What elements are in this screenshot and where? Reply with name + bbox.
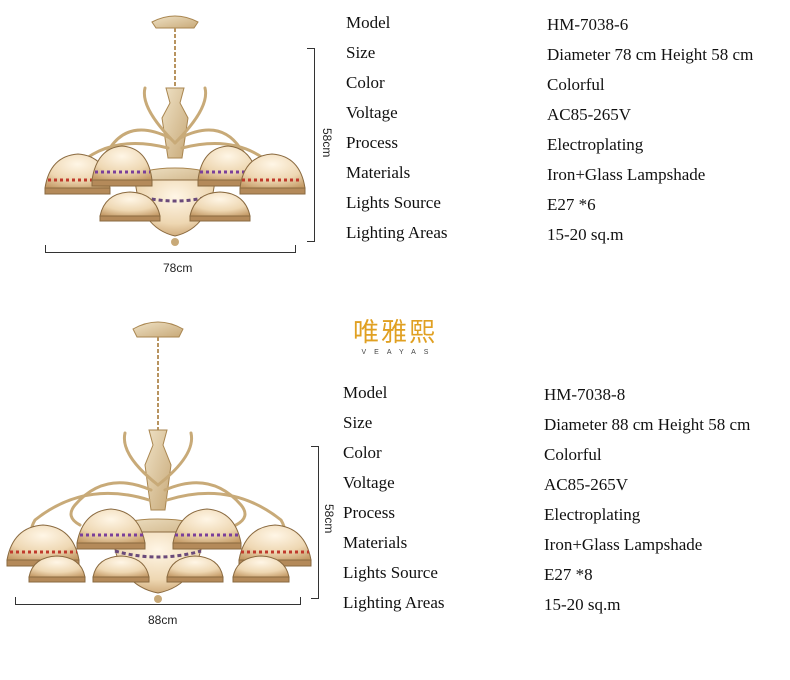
spec-key: Size <box>346 43 376 62</box>
spec-key: Lighting Areas <box>346 223 448 242</box>
spec-key: Process <box>346 133 398 152</box>
spec-value: HM-7038-8 <box>544 385 626 404</box>
spec-key: Color <box>343 443 382 462</box>
spec-value: E27 *6 <box>547 195 596 214</box>
shade-icon <box>28 555 86 583</box>
height-dimension-line <box>306 48 315 242</box>
width-label: 78cm <box>163 261 193 275</box>
width-label: 88cm <box>148 613 178 627</box>
shade-icon <box>189 191 251 222</box>
spec-value: Colorful <box>544 445 602 464</box>
spec-value: Electroplating <box>544 505 641 524</box>
spec-key: Lights Source <box>343 563 438 582</box>
shade-icon <box>76 508 146 550</box>
product-hm-7038-6: 58cm 78cm Model HM-7038-6 Size Diameter 78… <box>0 0 790 290</box>
width-dimension-line <box>45 244 296 253</box>
spec-key: Size <box>343 413 373 432</box>
spec-key: Color <box>346 73 385 92</box>
spec-key: Model <box>343 383 388 402</box>
spec-key: Model <box>346 13 391 32</box>
shade-icon <box>232 555 290 583</box>
brand-subtitle: VEAYAS <box>361 349 437 356</box>
spec-key: Materials <box>343 533 408 552</box>
spec-key: Lights Source <box>346 193 441 212</box>
spec-value: 15-20 sq.m <box>544 595 621 614</box>
shade-icon <box>197 145 259 187</box>
shade-icon <box>239 153 306 195</box>
spec-key: Lighting Areas <box>343 593 445 612</box>
brand-name: 唯雅熙 <box>352 318 437 348</box>
shade-icon <box>91 145 153 187</box>
spec-value: Colorful <box>547 75 605 94</box>
height-label: 58cm <box>322 504 336 534</box>
spec-value: Iron+Glass Lampshade <box>547 165 706 184</box>
spec-value: AC85-265V <box>547 105 632 124</box>
spec-value: Electroplating <box>547 135 644 154</box>
spec-value: 15-20 sq.m <box>547 225 624 244</box>
spec-value: Diameter 78 cm Height 58 cm <box>547 45 754 64</box>
spec-value: Diameter 88 cm Height 58 cm <box>544 415 751 434</box>
chandelier-6-image <box>44 15 306 246</box>
shade-icon <box>166 555 224 583</box>
spec-value: HM-7038-6 <box>547 15 629 34</box>
width-dimension-line <box>15 596 301 605</box>
height-dimension-line <box>310 446 319 599</box>
shade-icon <box>92 555 150 583</box>
shade-icon <box>172 508 242 550</box>
spec-value: AC85-265V <box>544 475 629 494</box>
spec-key: Voltage <box>343 473 395 492</box>
spec-value: E27 *8 <box>544 565 593 584</box>
brand-logo: 唯雅熙 VEAYAS <box>347 318 443 356</box>
spec-key: Process <box>343 503 395 522</box>
height-label: 58cm <box>320 128 334 158</box>
spec-value: Iron+Glass Lampshade <box>544 535 703 554</box>
spec-key: Voltage <box>346 103 398 122</box>
chandelier-8-image <box>6 321 312 603</box>
shade-icon <box>99 191 161 222</box>
spec-key: Materials <box>346 163 411 182</box>
product-hm-7038-8: 唯雅熙 VEAYAS <box>0 300 790 680</box>
